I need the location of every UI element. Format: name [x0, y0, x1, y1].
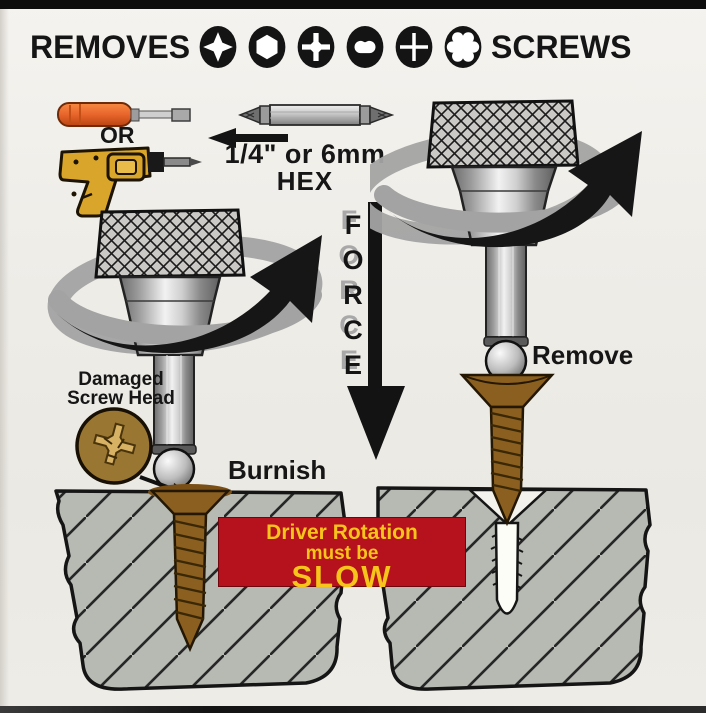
warning-line2: must be	[305, 543, 379, 564]
torx-drive-icon	[444, 26, 482, 68]
remove-step-illustration	[370, 99, 652, 691]
phillips-drive-icon	[297, 26, 335, 68]
damaged-screw-label-line2: Screw Head	[67, 388, 175, 409]
screwdriver-icon	[57, 102, 191, 127]
top-border-bar	[0, 0, 706, 9]
pozidriv-star-drive-icon	[199, 26, 237, 68]
rotation-swoosh-front	[48, 285, 322, 346]
damaged-screw-label-line1: Damaged	[78, 369, 164, 390]
left-screw	[148, 484, 232, 653]
force-letter: C	[343, 315, 363, 345]
hex-bit-icon	[238, 104, 394, 126]
warning-line1: Driver Rotation	[266, 521, 418, 544]
bit-size-label: 1/4" or 6mm	[224, 139, 386, 169]
force-letter: E	[343, 350, 362, 380]
left-arrow-icon	[208, 128, 288, 148]
or-label: OR	[100, 122, 135, 148]
clutch-drive-icon	[346, 26, 384, 68]
force-letter: O	[342, 245, 364, 275]
banner: REMOVES	[30, 24, 631, 70]
hex-drive-icon	[248, 26, 286, 68]
rotation-arrow	[56, 235, 322, 354]
force-label: F O R C E	[337, 208, 369, 383]
damaged-screw-inset	[75, 407, 153, 485]
damaged-screw-label: Damaged Screw Head	[30, 370, 212, 408]
removes-label: REMOVES	[30, 28, 191, 65]
slotted-cross-drive-icon	[395, 26, 433, 68]
remove-label: Remove	[532, 340, 634, 370]
warning-line3: SLOW	[291, 559, 393, 594]
right-screw	[459, 373, 555, 527]
bottom-border-bar	[0, 706, 706, 713]
empty-screw-hole	[494, 521, 520, 615]
force-letter: R	[343, 280, 363, 310]
screws-label: SCREWS	[491, 28, 632, 65]
warning-box: Driver Rotation must be SLOW	[218, 517, 466, 592]
rotation-arrow	[384, 131, 642, 248]
hex-size-label: HEX	[276, 166, 334, 196]
drill-icon	[58, 146, 202, 218]
left-paper-edge	[0, 9, 9, 706]
force-down-arrow-icon	[347, 202, 405, 460]
burnish-label: Burnish	[228, 455, 327, 485]
force-letter: F	[344, 210, 362, 240]
